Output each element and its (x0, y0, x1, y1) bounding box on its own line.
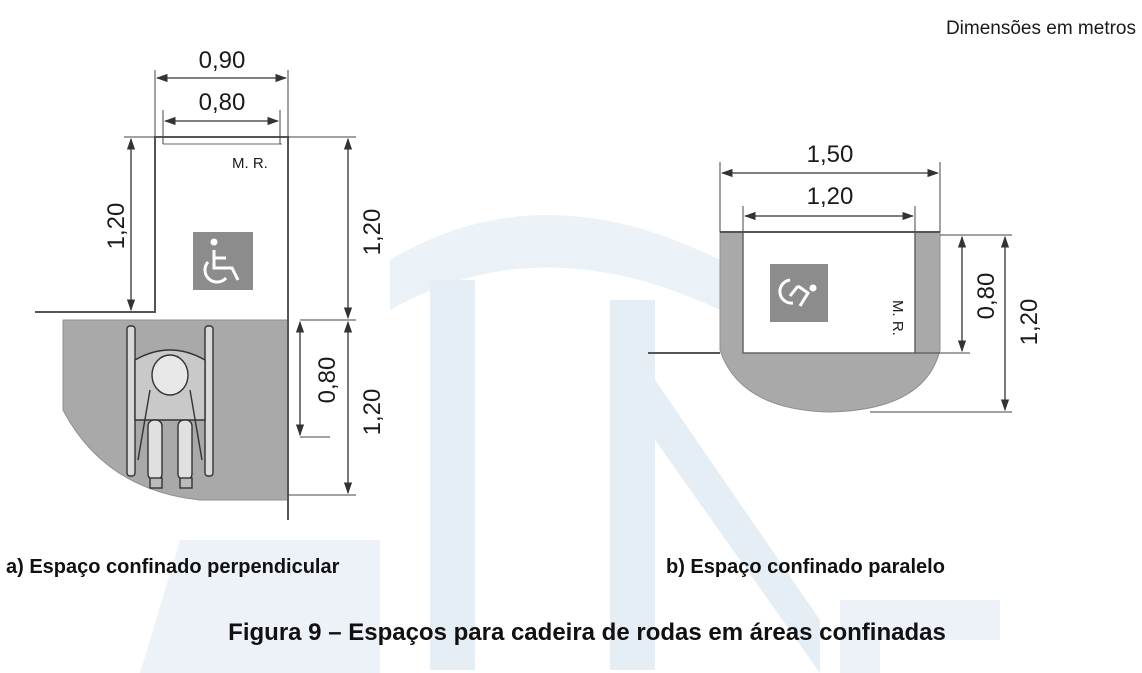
panel-a-diagram: M. R. 0,90 0,80 1,20 1,20 0,80 1,20 (35, 47, 386, 520)
panel-b-diagram: M. R. 1,50 1,20 0,80 1,20 (648, 141, 1043, 413)
figure-title: Figura 9 – Espaços para cadeira de rodas… (228, 619, 946, 646)
panel-a-caption: a) Espaço confinado perpendicular (6, 556, 340, 578)
dim-a-right-upper-height: 1,20 (359, 209, 386, 256)
panel-b-caption: b) Espaço confinado paralelo (666, 556, 945, 578)
dim-b-inner-width: 1,20 (807, 183, 854, 210)
dim-b-total-depth: 1,20 (1016, 299, 1043, 346)
dim-a-left-height: 1,20 (103, 203, 130, 250)
dim-a-lower-height: 1,20 (359, 389, 386, 436)
panel-b-mr-label: M. R. (889, 300, 906, 336)
wheelchair-icon (203, 238, 240, 284)
abnt-watermark (140, 215, 1000, 673)
units-note: Dimensões em metros (946, 18, 1136, 39)
dim-b-outer-width: 1,50 (807, 141, 854, 168)
dim-b-inner-depth: 0,80 (973, 273, 1000, 320)
dim-a-outer-width: 0,90 (199, 47, 246, 74)
transfer-icon (778, 278, 817, 307)
dim-a-inner-width: 0,80 (199, 89, 246, 116)
dim-a-inner-depth: 0,80 (314, 357, 341, 404)
wheelchair-user-figure (126, 325, 214, 489)
panel-a-mr-label: M. R. (232, 155, 268, 172)
